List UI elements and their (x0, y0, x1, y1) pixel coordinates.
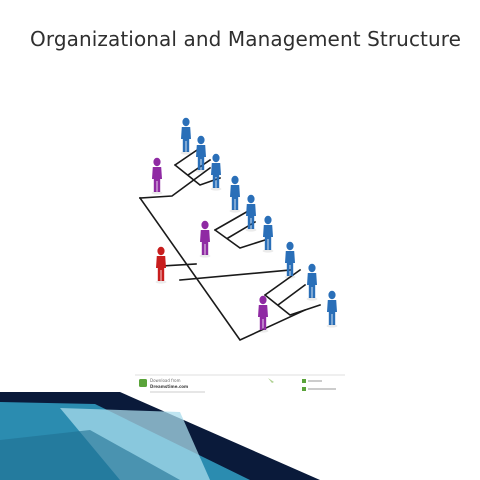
connector-lines (138, 146, 322, 342)
connector-top-branch (139, 166, 212, 199)
connector-mid-branch (160, 263, 197, 267)
connector-main (138, 196, 307, 342)
connector-low-group (263, 268, 322, 316)
connector-cross (179, 269, 291, 281)
watermark-site: Dreamstime.com (150, 384, 189, 389)
watermark-label: Download from (150, 378, 181, 383)
slide-title: Organizational and Management Structure (30, 27, 462, 51)
dreamstime-logo-icon (139, 379, 147, 387)
watermark-strip (135, 374, 345, 393)
